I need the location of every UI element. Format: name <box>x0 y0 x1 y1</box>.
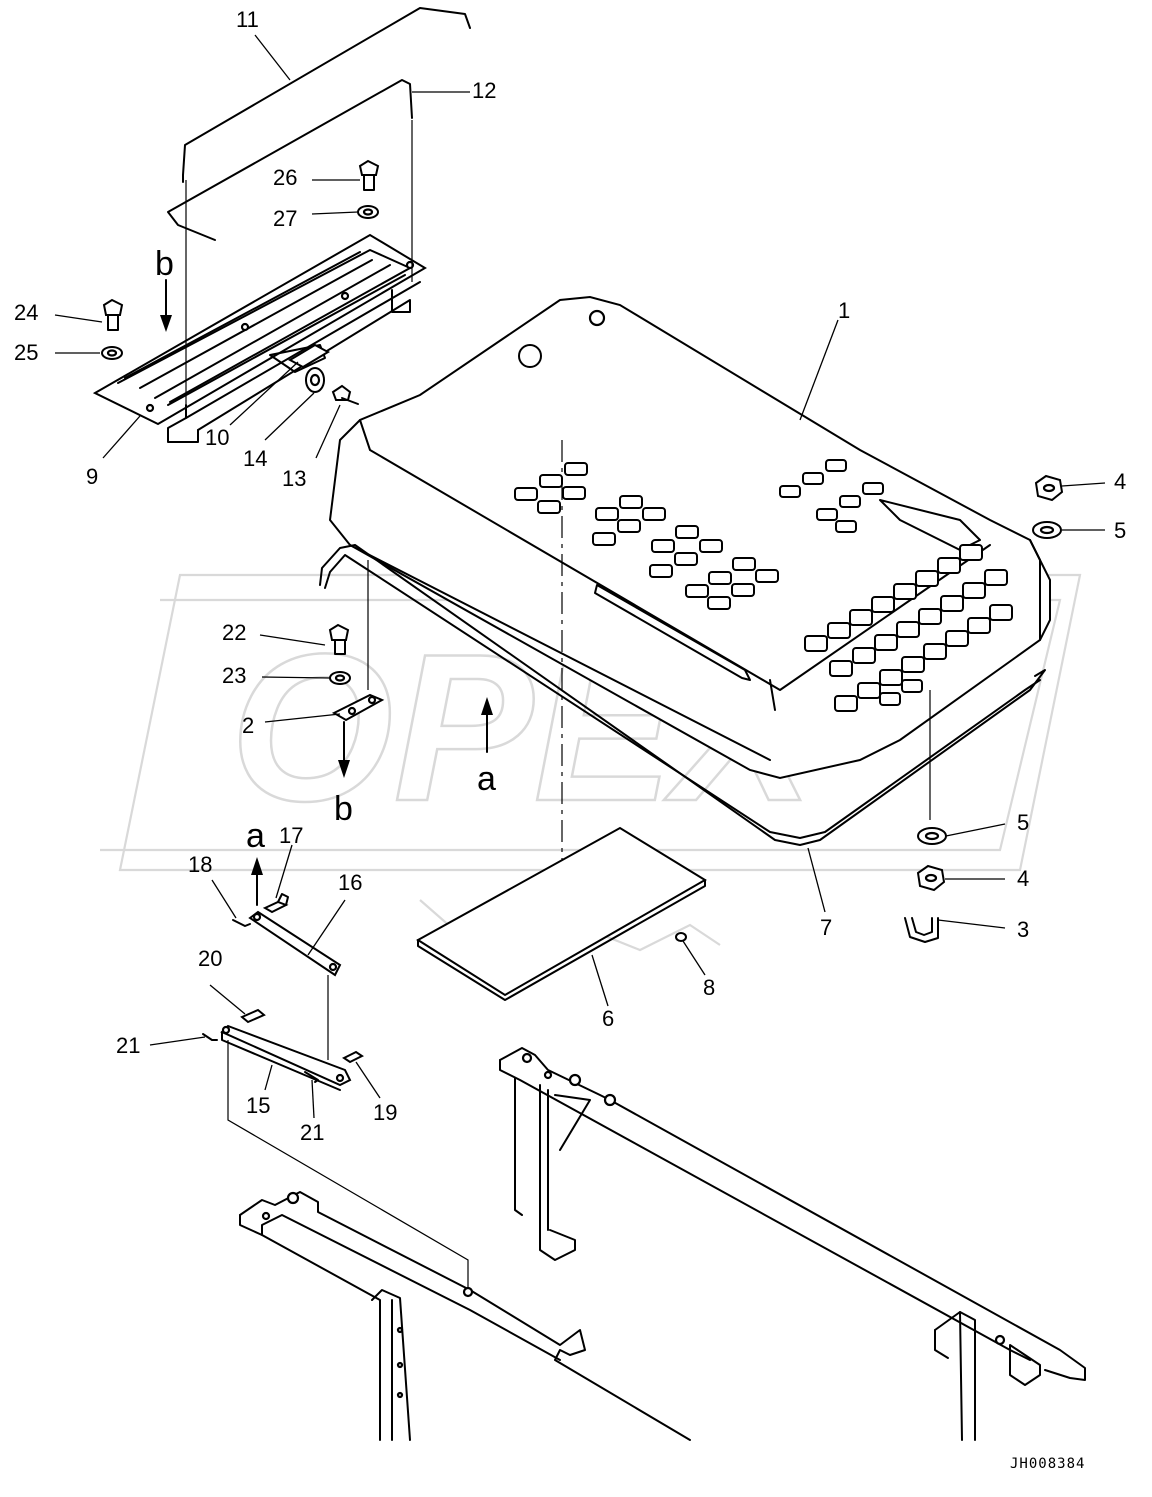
hood-cover-1 <box>328 295 1051 780</box>
callout-25: 25 <box>14 340 38 365</box>
drawing-code: JH008384 <box>1010 1456 1085 1472</box>
bracket-9 <box>92 233 427 443</box>
washer-5-lower-hole <box>924 831 940 841</box>
callout-21-left: 21 <box>116 1033 140 1058</box>
frame-lower-left <box>239 1191 691 1441</box>
callout-4-lower: 4 <box>1017 866 1029 891</box>
callout-17: 17 <box>279 823 303 848</box>
alignment-line-arm-frame <box>227 1040 469 1290</box>
callout-10: 10 <box>205 425 229 450</box>
plate-2 <box>331 693 385 722</box>
leader-lines <box>54 34 1106 1119</box>
callout-7: 7 <box>820 915 832 940</box>
callout-26: 26 <box>273 165 297 190</box>
nut-4-lower <box>916 864 946 892</box>
callout-13: 13 <box>282 466 306 491</box>
view-arrow-b-lower <box>338 721 350 778</box>
seal-7 <box>319 544 1046 846</box>
callout-15: 15 <box>246 1093 270 1118</box>
washer-27-hole <box>362 208 374 216</box>
callout-12: 12 <box>472 78 496 103</box>
u-bolt-3 <box>904 917 939 943</box>
bolt-13 <box>331 384 359 405</box>
callout-5-lower: 5 <box>1017 810 1029 835</box>
bolt-22 <box>328 623 350 655</box>
arm-15 <box>220 1024 352 1091</box>
callout-21-lower: 21 <box>300 1120 324 1145</box>
callout-9: 9 <box>86 464 98 489</box>
frame-lower-right <box>499 1047 1086 1441</box>
bolt-24 <box>102 298 124 331</box>
view-letter-b-lower: b <box>334 790 353 828</box>
callout-24: 24 <box>14 300 38 325</box>
view-letter-a-lower: a <box>246 817 265 855</box>
pin-20 <box>240 1008 266 1024</box>
view-letter-b-upper: b <box>155 245 174 283</box>
callout-19: 19 <box>373 1100 397 1125</box>
clip-8 <box>675 932 687 942</box>
callout-11: 11 <box>236 7 259 32</box>
plate-10 <box>287 343 331 369</box>
cotter-pin-21-a <box>202 1033 218 1041</box>
callout-14: 14 <box>243 446 267 471</box>
washer-25-hole <box>106 349 118 357</box>
callout-6: 6 <box>602 1006 614 1031</box>
washer-23-hole <box>334 674 346 682</box>
callout-2: 2 <box>242 713 254 738</box>
view-arrow-a-lower <box>251 857 263 906</box>
pin-19 <box>342 1050 364 1064</box>
cotter-pin-18 <box>232 919 251 927</box>
bolt-26 <box>358 159 380 191</box>
callout-18: 18 <box>188 852 212 877</box>
callout-1: 1 <box>838 298 850 323</box>
view-letter-a-centre: a <box>477 760 496 798</box>
nut-4-upper <box>1034 474 1064 502</box>
link-16 <box>248 910 342 977</box>
rod-12 <box>167 79 413 241</box>
callout-23: 23 <box>222 663 246 688</box>
rod-11 <box>182 7 471 183</box>
washer-5-upper-hole <box>1039 525 1055 535</box>
pin-17 <box>262 893 289 914</box>
washer-14-hole <box>309 373 321 387</box>
view-arrow-a-centre <box>481 697 493 753</box>
panel-6 <box>416 826 707 1001</box>
view-arrow-b-upper <box>160 279 172 332</box>
cotter-pin-21-b <box>304 1071 319 1083</box>
callout-3: 3 <box>1017 917 1029 942</box>
callout-27: 27 <box>273 206 297 231</box>
callout-8: 8 <box>703 975 715 1000</box>
callout-5-upper: 5 <box>1114 518 1126 543</box>
callout-16: 16 <box>338 870 362 895</box>
callout-4-upper: 4 <box>1114 469 1126 494</box>
view-letters: b b a a <box>155 245 496 855</box>
callout-22: 22 <box>222 620 246 645</box>
callout-labels: 11 12 26 27 24 25 9 10 14 13 1 4 5 22 23… <box>14 7 1126 1145</box>
callout-20: 20 <box>198 946 222 971</box>
